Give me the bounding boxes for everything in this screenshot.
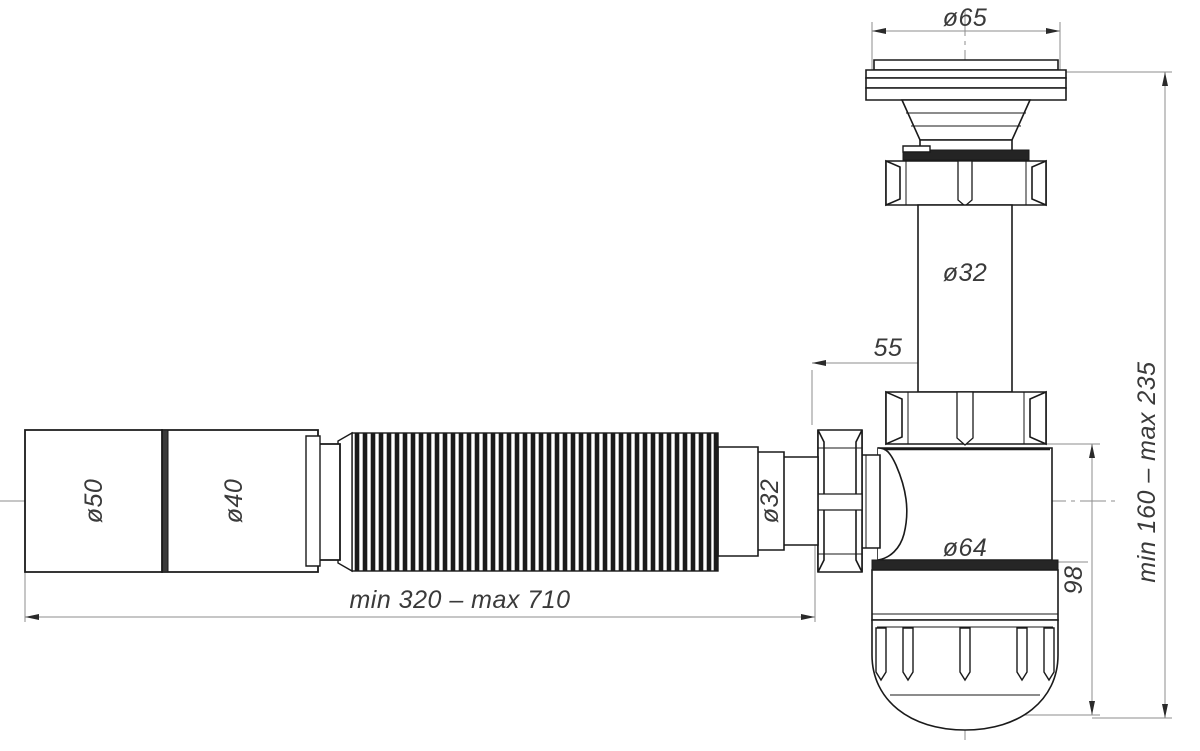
outlet-gasket	[902, 145, 1030, 161]
label-d32-side: ø32	[756, 479, 784, 524]
socket40-step	[305, 435, 321, 567]
cup-grip-ribs	[875, 627, 1055, 682]
label-d65: ø65	[943, 4, 988, 32]
hose-end-tube	[781, 456, 819, 546]
side-nut-center-rib	[817, 493, 863, 511]
label-98: 98	[1060, 566, 1088, 595]
socket50-body	[24, 429, 163, 573]
riser-tube	[917, 204, 1013, 393]
label-d32-top: ø32	[943, 259, 988, 287]
vertical-riser-pipe	[917, 204, 1013, 393]
flange-top-ring	[873, 59, 1059, 71]
flange-plate-upper	[865, 69, 1067, 79]
label-d50: ø50	[80, 479, 108, 524]
hose-left-taper	[337, 431, 353, 573]
lower-union-nut	[885, 390, 1047, 446]
label-length-range: min 320 – max 710	[349, 586, 570, 614]
hose-corrugations	[354, 433, 719, 571]
flange-plate-lower	[865, 87, 1067, 101]
upper-union-nut	[885, 159, 1047, 207]
label-55: 55	[874, 334, 903, 362]
trap-body-inner-curve	[877, 447, 908, 561]
upper-nut-left-facet	[885, 159, 901, 207]
lower-nut-left-facet	[885, 390, 903, 446]
upper-nut-center-rib	[957, 160, 973, 207]
upper-nut-right-facet	[1031, 159, 1047, 207]
adapter-socket-40	[157, 429, 341, 573]
side-inlet-nut	[817, 429, 863, 573]
label-d40: ø40	[220, 479, 248, 524]
lower-nut-right-facet	[1029, 390, 1047, 446]
lower-nut-center-rib	[956, 391, 974, 446]
flange-plate-mid	[865, 77, 1067, 89]
cup-upper-band	[871, 569, 1059, 621]
trap-body	[877, 447, 1053, 561]
label-height-range: min 160 – max 235	[1133, 361, 1161, 582]
hose-end-collar	[717, 446, 759, 557]
dimension-labels: ø65 ø32 55 ø64 ø32 ø50 ø40 98 min 320 – …	[80, 4, 1161, 614]
taper-cone	[900, 99, 1032, 141]
sink-outlet-flange	[865, 59, 1067, 101]
trap-cup	[871, 559, 1059, 731]
flexible-corrugated-hose	[337, 431, 719, 573]
label-d64: ø64	[943, 534, 988, 562]
hose-end-coupling	[717, 446, 819, 557]
adapter-socket-50	[24, 429, 163, 573]
